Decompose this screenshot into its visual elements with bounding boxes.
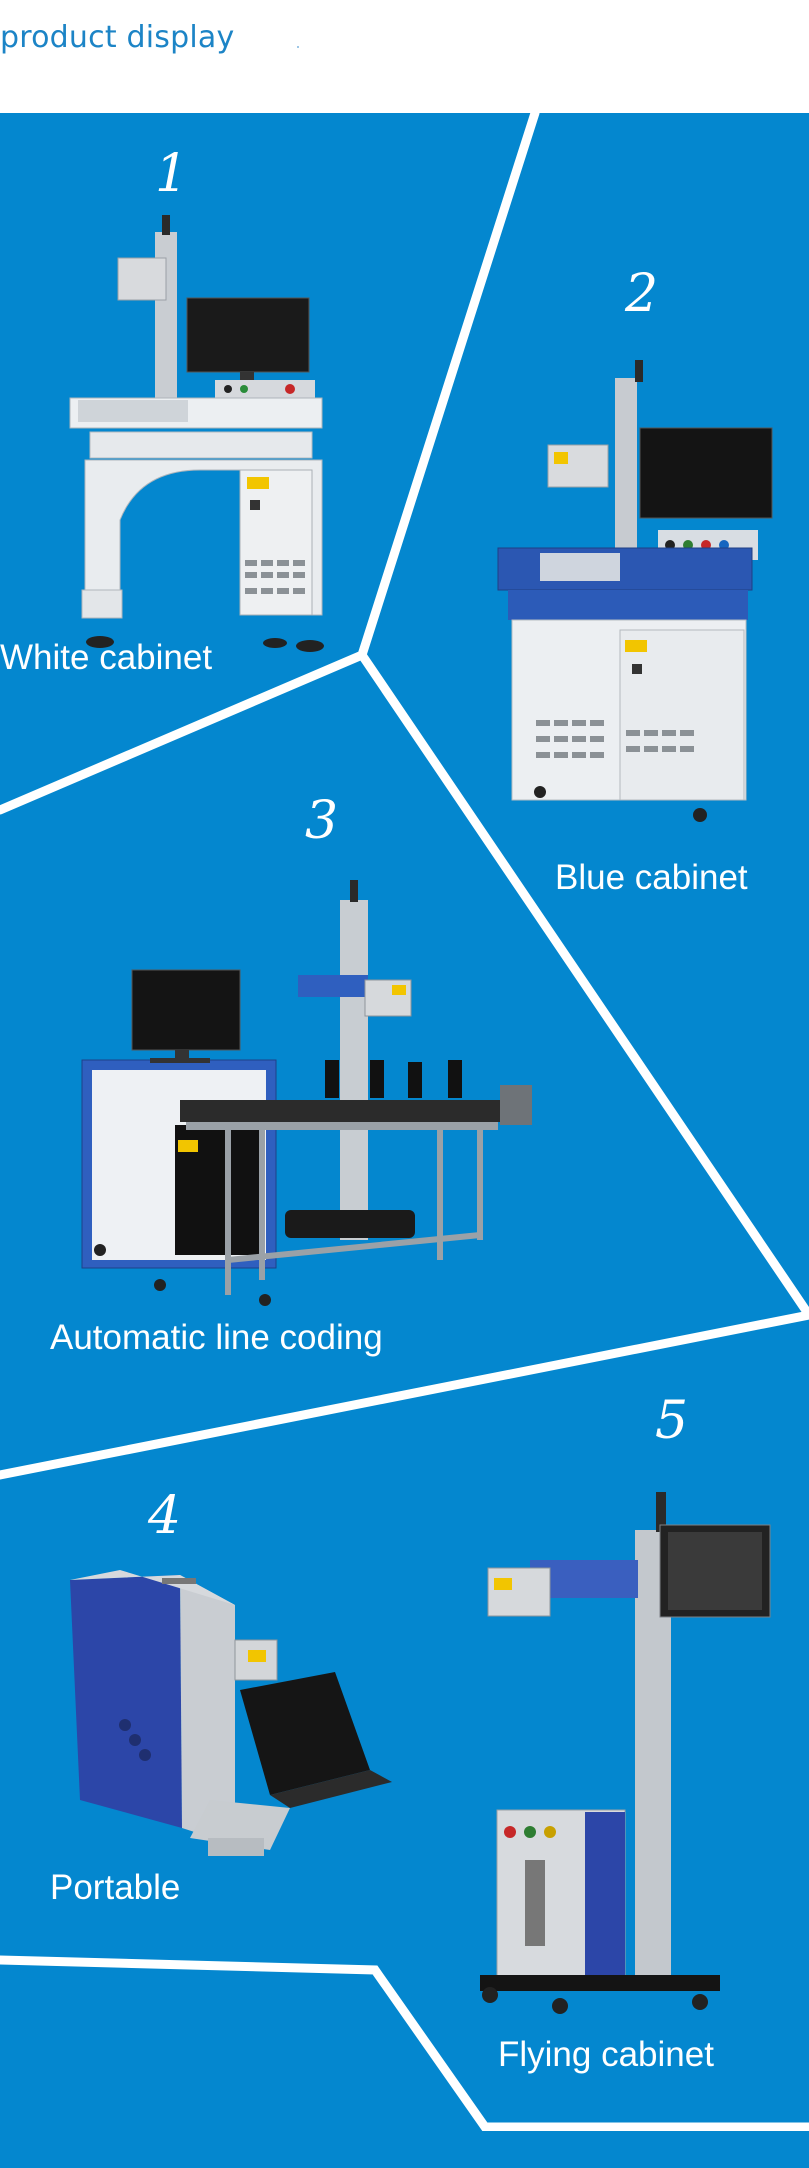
product-label-flying-cabinet: Flying cabinet: [498, 2035, 714, 2074]
page-title: product display: [0, 20, 235, 55]
product-label-white-cabinet: White cabinet: [0, 638, 213, 677]
decorative-dot: [297, 46, 299, 48]
product-number-5: 5: [655, 1391, 689, 1451]
portable-machine: [70, 1570, 392, 1856]
product-number-3: 3: [305, 791, 339, 851]
white-cabinet-machine: [69, 215, 324, 652]
divider-lines: [0, 108, 809, 2132]
product-label-automatic-line: Automatic line coding: [50, 1318, 383, 1357]
product-label-portable: Portable: [50, 1868, 181, 1907]
flying-cabinet-machine: [480, 1492, 771, 2014]
product-number-2: 2: [625, 264, 659, 324]
automatic-line-machine: [81, 880, 532, 1306]
product-label-blue-cabinet: Blue cabinet: [555, 858, 748, 897]
product-number-1: 1: [155, 144, 189, 204]
blue-cabinet-machine: [497, 360, 773, 822]
product-number-4: 4: [148, 1486, 182, 1546]
